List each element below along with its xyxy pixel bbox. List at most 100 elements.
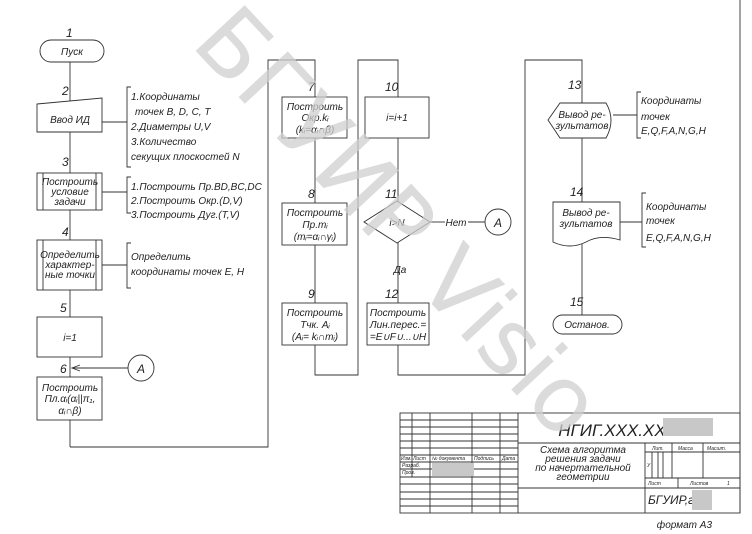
svg-text:1.Построить Пр.BD,BC,DC: 1.Построить Пр.BD,BC,DC — [131, 182, 263, 193]
svg-text:характер-: характер- — [44, 260, 95, 271]
redacted-code — [663, 418, 713, 436]
title-block: Изм. Лист № документа Подпись Дата Разра… — [399, 412, 741, 531]
svg-text:9: 9 — [308, 287, 315, 301]
svg-text:Координаты: Координаты — [641, 96, 702, 107]
svg-text:координаты точек E, H: координаты точек E, H — [131, 267, 245, 278]
block-intersection-line: 12 Построить Лин.перес.= =E∪F∪...∪H — [366, 287, 430, 346]
svg-text:i=1: i=1 — [63, 333, 77, 344]
svg-text:i=i+1: i=i+1 — [386, 113, 408, 124]
svg-text:2.Построить Окр.(D,V): 2.Построить Окр.(D,V) — [130, 196, 243, 207]
svg-text:(kᵢ=αᵢ∩β): (kᵢ=αᵢ∩β) — [296, 125, 335, 136]
block-print-results: 14 Вывод ре- зультатов Координаты точек … — [552, 185, 712, 247]
svg-text:решения задачи: решения задачи — [544, 454, 621, 465]
svg-text:Да: Да — [393, 265, 407, 276]
block-increment: 10 i=i+1 — [364, 80, 430, 139]
redacted-name — [432, 463, 474, 476]
svg-text:Построить: Построить — [42, 177, 98, 188]
svg-text:зультатов: зультатов — [559, 219, 613, 230]
svg-text:αᵢ∩β): αᵢ∩β) — [58, 406, 81, 417]
svg-text:НГИГ.XXX.XXX.: НГИГ.XXX.XXX. — [558, 421, 681, 440]
svg-text:1.Координаты: 1.Координаты — [131, 92, 200, 103]
connector-a-right: A — [484, 208, 512, 236]
svg-text:1: 1 — [727, 481, 730, 487]
svg-text:i>N: i>N — [389, 218, 405, 229]
svg-text:Вывод ре-: Вывод ре- — [562, 208, 610, 219]
svg-text:8: 8 — [308, 187, 315, 201]
svg-text:Дата: Дата — [501, 456, 515, 462]
svg-text:11: 11 — [385, 187, 397, 201]
svg-text:10: 10 — [385, 80, 399, 94]
svg-text:Координаты: Координаты — [646, 202, 707, 213]
block-build-line: 8 Построить Пр.mᵢ (mᵢ=αᵢ∩γᵢ) — [281, 187, 348, 246]
svg-text:Ввод ИД: Ввод ИД — [50, 115, 90, 126]
svg-text:БГУИР,гр.: БГУИР,гр. — [648, 493, 704, 507]
block-define-points: 4 Определить характер- ные точки Определ… — [36, 225, 245, 291]
svg-text:зультатов: зультатов — [555, 121, 609, 132]
svg-text:2.Диаметры U,V: 2.Диаметры U,V — [130, 122, 212, 133]
svg-text:Масшт.: Масшт. — [707, 446, 726, 452]
svg-text:3: 3 — [62, 155, 69, 169]
svg-text:(mᵢ=αᵢ∩γᵢ): (mᵢ=αᵢ∩γᵢ) — [294, 232, 336, 243]
svg-text:3.Построить Дуг.(T,V): 3.Построить Дуг.(T,V) — [131, 210, 240, 221]
svg-text:Останов.: Останов. — [564, 320, 610, 331]
svg-text:7: 7 — [308, 80, 316, 94]
svg-text:A: A — [493, 216, 502, 230]
svg-text:E,Q,F,A,N,G,H: E,Q,F,A,N,G,H — [641, 126, 707, 137]
block-build-point: 9 Построить Тчк. Aᵢ (Aᵢ= kᵢ∩mᵢ) — [281, 287, 348, 346]
connector-a-left: A — [127, 354, 155, 382]
svg-text:Листов: Листов — [689, 481, 709, 487]
block-input-data: 2 Ввод ИД 1.Координаты точек B, D, C, T … — [36, 84, 240, 163]
svg-text:Пров.: Пров. — [402, 470, 415, 476]
block-start: 1 Пуск — [39, 26, 105, 63]
svg-text:Построить: Построить — [287, 102, 343, 113]
svg-text:15: 15 — [570, 295, 584, 309]
svg-text:Нет: Нет — [445, 218, 466, 229]
svg-text:Схема алгоритма: Схема алгоритма — [540, 445, 626, 456]
svg-text:Лист: Лист — [412, 456, 426, 462]
svg-text:E,Q,F,A,N,G,H: E,Q,F,A,N,G,H — [646, 233, 712, 244]
svg-text:задачи: задачи — [53, 197, 86, 208]
svg-text:Пл.αᵢ(αᵢ||π₁,: Пл.αᵢ(αᵢ||π₁, — [45, 394, 96, 405]
svg-text:ные точки: ные точки — [45, 270, 95, 281]
svg-text:13: 13 — [568, 78, 582, 92]
block-init-i: 5 i=1 — [36, 301, 103, 358]
block-build-condition: 3 Построить условие задачи 1.Построить П… — [36, 155, 263, 221]
svg-text:секущих плоскостей N: секущих плоскостей N — [131, 152, 240, 163]
svg-text:=E∪F∪...∪H: =E∪F∪...∪H — [370, 332, 427, 343]
svg-text:4: 4 — [62, 225, 69, 239]
svg-text:2: 2 — [61, 84, 69, 98]
svg-text:геометрии: геометрии — [556, 472, 610, 483]
block-stop: 15 Останов. — [552, 295, 623, 335]
svg-text:Лит.: Лит. — [651, 446, 664, 452]
svg-text:Пуск: Пуск — [61, 47, 84, 58]
svg-text:№ документа: № документа — [432, 456, 465, 462]
svg-text:по начертательной: по начертательной — [535, 463, 631, 474]
svg-text:Построить: Построить — [42, 383, 98, 394]
redacted-group — [692, 490, 712, 510]
svg-text:точек: точек — [646, 216, 676, 227]
svg-text:Окр.kᵢ: Окр.kᵢ — [301, 113, 329, 124]
svg-text:14: 14 — [570, 185, 584, 199]
svg-text:1: 1 — [66, 26, 73, 40]
svg-text:Тчк. Aᵢ: Тчк. Aᵢ — [300, 320, 330, 331]
svg-text:Лист: Лист — [647, 481, 661, 487]
svg-text:6: 6 — [60, 362, 67, 376]
svg-text:У: У — [647, 463, 651, 469]
svg-text:A: A — [136, 362, 145, 376]
svg-text:Лин.перес.=: Лин.перес.= — [369, 320, 427, 331]
svg-text:точек B, D, C, T: точек B, D, C, T — [135, 107, 211, 118]
svg-text:Подпись: Подпись — [474, 456, 494, 462]
svg-text:12: 12 — [385, 287, 399, 301]
block-display-results: 13 Вывод ре- зультатов Координаты точек … — [547, 78, 707, 139]
svg-text:Определить: Определить — [40, 250, 100, 261]
svg-text:3.Количество: 3.Количество — [131, 137, 197, 148]
annotation-brackets — [126, 86, 646, 289]
svg-text:Изм.: Изм. — [401, 456, 412, 462]
svg-text:точек: точек — [641, 112, 671, 123]
decision-i-gt-n: 11 i>N Нет Да — [363, 187, 467, 276]
svg-text:Построить: Построить — [287, 208, 343, 219]
svg-text:Построить: Построить — [287, 308, 343, 319]
svg-text:(Aᵢ= kᵢ∩mᵢ): (Aᵢ= kᵢ∩mᵢ) — [292, 332, 338, 343]
svg-text:Разраб.: Разраб. — [402, 463, 420, 469]
svg-text:5: 5 — [60, 301, 67, 315]
